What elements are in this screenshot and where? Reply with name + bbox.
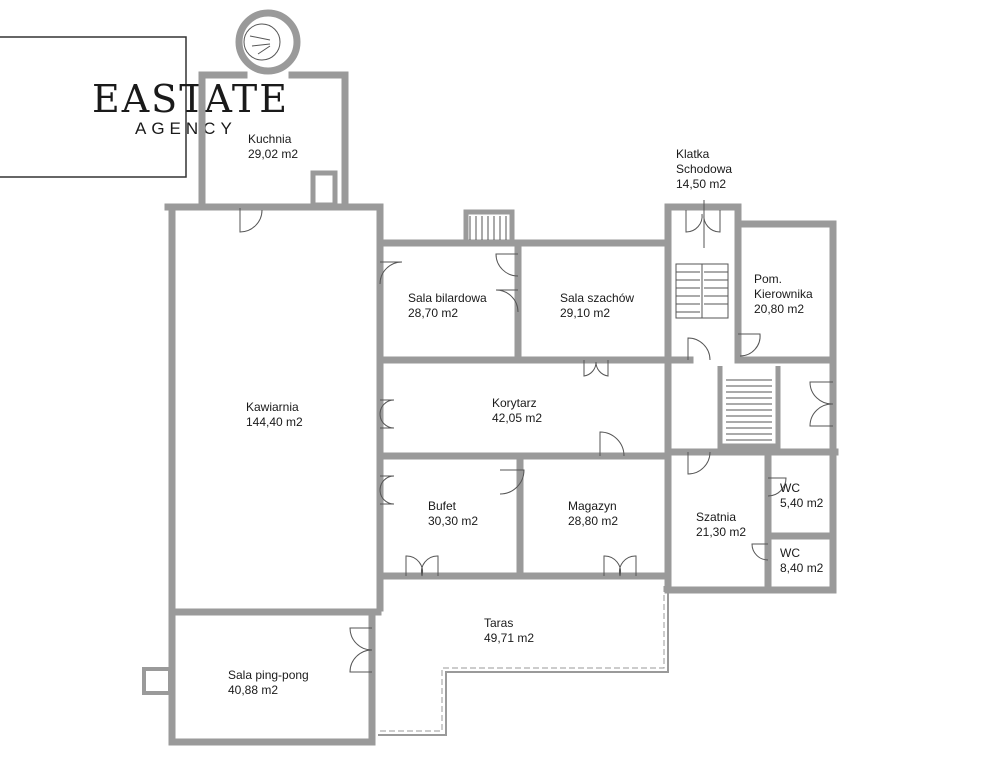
room-area-szatnia: 21,30 m2 — [696, 525, 746, 539]
logo-name: EASTATE — [92, 77, 289, 121]
room-name-magazyn: Magazyn — [568, 499, 617, 513]
room-area-bilard: 28,70 m2 — [408, 306, 458, 320]
room-name-kierownik: Pom. — [754, 272, 782, 286]
room-area-taras: 49,71 m2 — [484, 631, 534, 645]
room-area-szachy: 29,10 m2 — [560, 306, 610, 320]
windows — [171, 118, 834, 743]
room-area-wc2: 8,40 m2 — [780, 561, 824, 575]
room-area-kierownik: 20,80 m2 — [754, 302, 804, 316]
room-area-magazyn: 28,80 m2 — [568, 514, 618, 528]
room-name2-klatka: Schodowa — [676, 162, 732, 176]
room-area-kuchnia: 29,02 m2 — [248, 147, 298, 161]
room-name-taras: Taras — [484, 616, 513, 630]
logo: EASTATE AGENCY — [0, 36, 289, 178]
room-name-kawiarnia: Kawiarnia — [246, 400, 299, 414]
room-name-bilard: Sala bilardowa — [408, 291, 487, 305]
room-name-pingpong: Sala ping-pong — [228, 668, 309, 682]
stairs — [249, 35, 772, 441]
room-name-szachy: Sala szachów — [560, 291, 634, 305]
room-area-korytarz: 42,05 m2 — [492, 411, 542, 425]
room-area-wc1: 5,40 m2 — [780, 496, 824, 510]
room-name-szatnia: Szatnia — [696, 510, 736, 524]
room-area-pingpong: 40,88 m2 — [228, 683, 278, 697]
room-name-korytarz: Korytarz — [492, 396, 537, 410]
room-name-kuchnia: Kuchnia — [248, 132, 292, 146]
room-labels: Kuchnia 29,02 m2 Klatka Schodowa 14,50 m… — [228, 132, 824, 697]
room-area-klatka: 14,50 m2 — [676, 177, 726, 191]
room-area-kawiarnia: 144,40 m2 — [246, 415, 303, 429]
room-name2-kierownik: Kierownika — [754, 287, 813, 301]
room-name-wc2: WC — [780, 546, 800, 560]
doors — [239, 200, 834, 673]
room-name-klatka: Klatka — [676, 147, 710, 161]
room-name-wc1: WC — [780, 481, 800, 495]
room-area-bufet: 30,30 m2 — [428, 514, 478, 528]
logo-sub: AGENCY — [135, 119, 237, 138]
terrace-outline — [378, 586, 669, 736]
room-name-bufet: Bufet — [428, 499, 457, 513]
